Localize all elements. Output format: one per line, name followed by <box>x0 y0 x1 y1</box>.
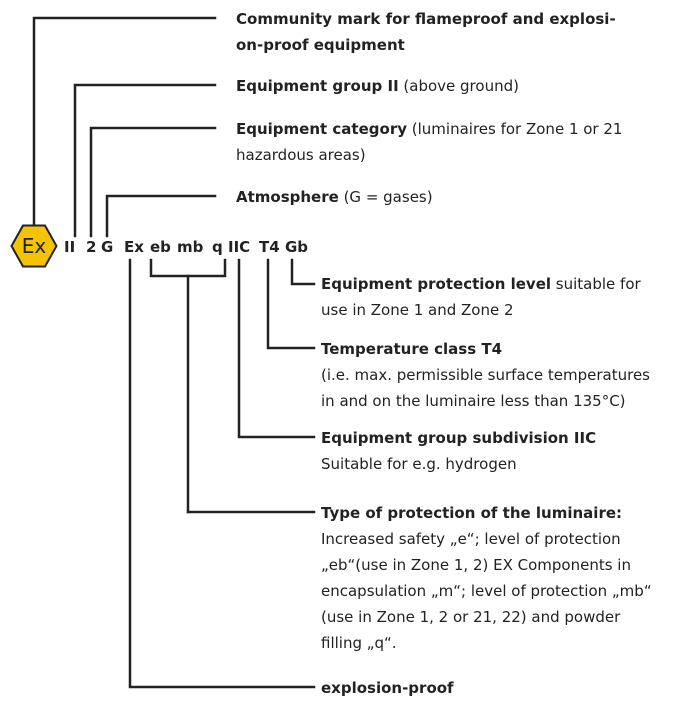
label-group: Equipment group II (above ground) <box>236 73 519 99</box>
label-category-desc-2: hazardous areas) <box>236 146 366 164</box>
connector-protection-bracket <box>149 258 227 278</box>
ex-symbol: Ex <box>10 224 58 268</box>
label-explosion-proof: explosion-proof <box>321 675 454 701</box>
connector-subdivision <box>237 258 316 439</box>
label-protection-type-title: Type of protection of the luminaire: <box>321 504 623 522</box>
label-atmosphere: Atmosphere (G = gases) <box>236 184 433 210</box>
label-epl-desc-2: use in Zone 1 and Zone 2 <box>321 301 514 319</box>
marking-q: q <box>212 238 223 256</box>
marking-temp-class: T4 <box>259 238 280 256</box>
label-protection-type-desc-line: filling „q“. <box>321 634 397 652</box>
connector-category <box>89 126 217 238</box>
label-epl-title: Equipment protection level <box>321 275 552 293</box>
label-category-desc-1: (luminaires for Zone 1 or 21 <box>407 120 623 138</box>
label-atmosphere-title: Atmosphere <box>236 188 339 206</box>
marking-atmosphere: G <box>101 238 114 256</box>
label-community-mark-title-1: Community mark for flameproof and explos… <box>236 10 616 28</box>
label-subdivision-desc: Suitable for e.g. hydrogen <box>321 455 517 473</box>
label-atmosphere-desc: (G = gases) <box>338 188 433 206</box>
marking-ex: Ex <box>124 238 144 256</box>
label-protection-type: Type of protection of the luminaire: Inc… <box>321 500 652 656</box>
label-category: Equipment category (luminaires for Zone … <box>236 116 622 168</box>
label-subdivision-title: Equipment group subdivision IIC <box>321 429 597 447</box>
label-category-title: Equipment category <box>236 120 407 138</box>
label-community-mark: Community mark for flameproof and explos… <box>236 6 616 58</box>
label-epl: Equipment protection level suitable for … <box>321 271 641 323</box>
connector-atmosphere <box>105 194 217 238</box>
marking-category: 2 <box>86 238 97 256</box>
marking-eb: eb <box>150 238 171 256</box>
label-protection-type-desc-line: „eb“(use in Zone 1, 2) EX Components in <box>321 556 631 574</box>
marking-group: II <box>64 238 76 256</box>
label-explosion-proof-title: explosion-proof <box>321 679 454 697</box>
label-protection-type-desc-line: encapsulation „m“; level of protection „… <box>321 582 652 600</box>
marking-subdivision: IIC <box>228 238 251 256</box>
connector-community-mark <box>32 16 217 226</box>
label-protection-type-desc-line: (use in Zone 1, 2 or 21, 22) and powder <box>321 608 621 626</box>
label-community-mark-title-2: on-proof equipment <box>236 36 405 54</box>
connector-group <box>73 83 217 238</box>
hexagon-icon <box>10 224 58 268</box>
label-temperature-title: Temperature class T4 <box>321 340 503 358</box>
ex-symbol-label: Ex <box>21 234 47 258</box>
label-temperature-desc-1: (i.e. max. permissible surface temperatu… <box>321 366 650 384</box>
connector-epl <box>290 258 316 286</box>
label-protection-type-desc-line: Increased safety „e“; level of protectio… <box>321 530 621 548</box>
label-epl-desc-1: suitable for <box>551 275 641 293</box>
marking-epl: Gb <box>285 238 309 256</box>
connector-temperature <box>266 258 316 350</box>
label-group-desc: (above ground) <box>398 77 519 95</box>
marking-mb: mb <box>177 238 204 256</box>
connector-explosion-proof <box>128 258 316 689</box>
label-subdivision: Equipment group subdivision IIC Suitable… <box>321 425 596 477</box>
label-temperature: Temperature class T4 (i.e. max. permissi… <box>321 336 650 414</box>
label-temperature-desc-2: in and on the luminaire less than 135°C) <box>321 392 626 410</box>
label-group-title: Equipment group II <box>236 77 399 95</box>
